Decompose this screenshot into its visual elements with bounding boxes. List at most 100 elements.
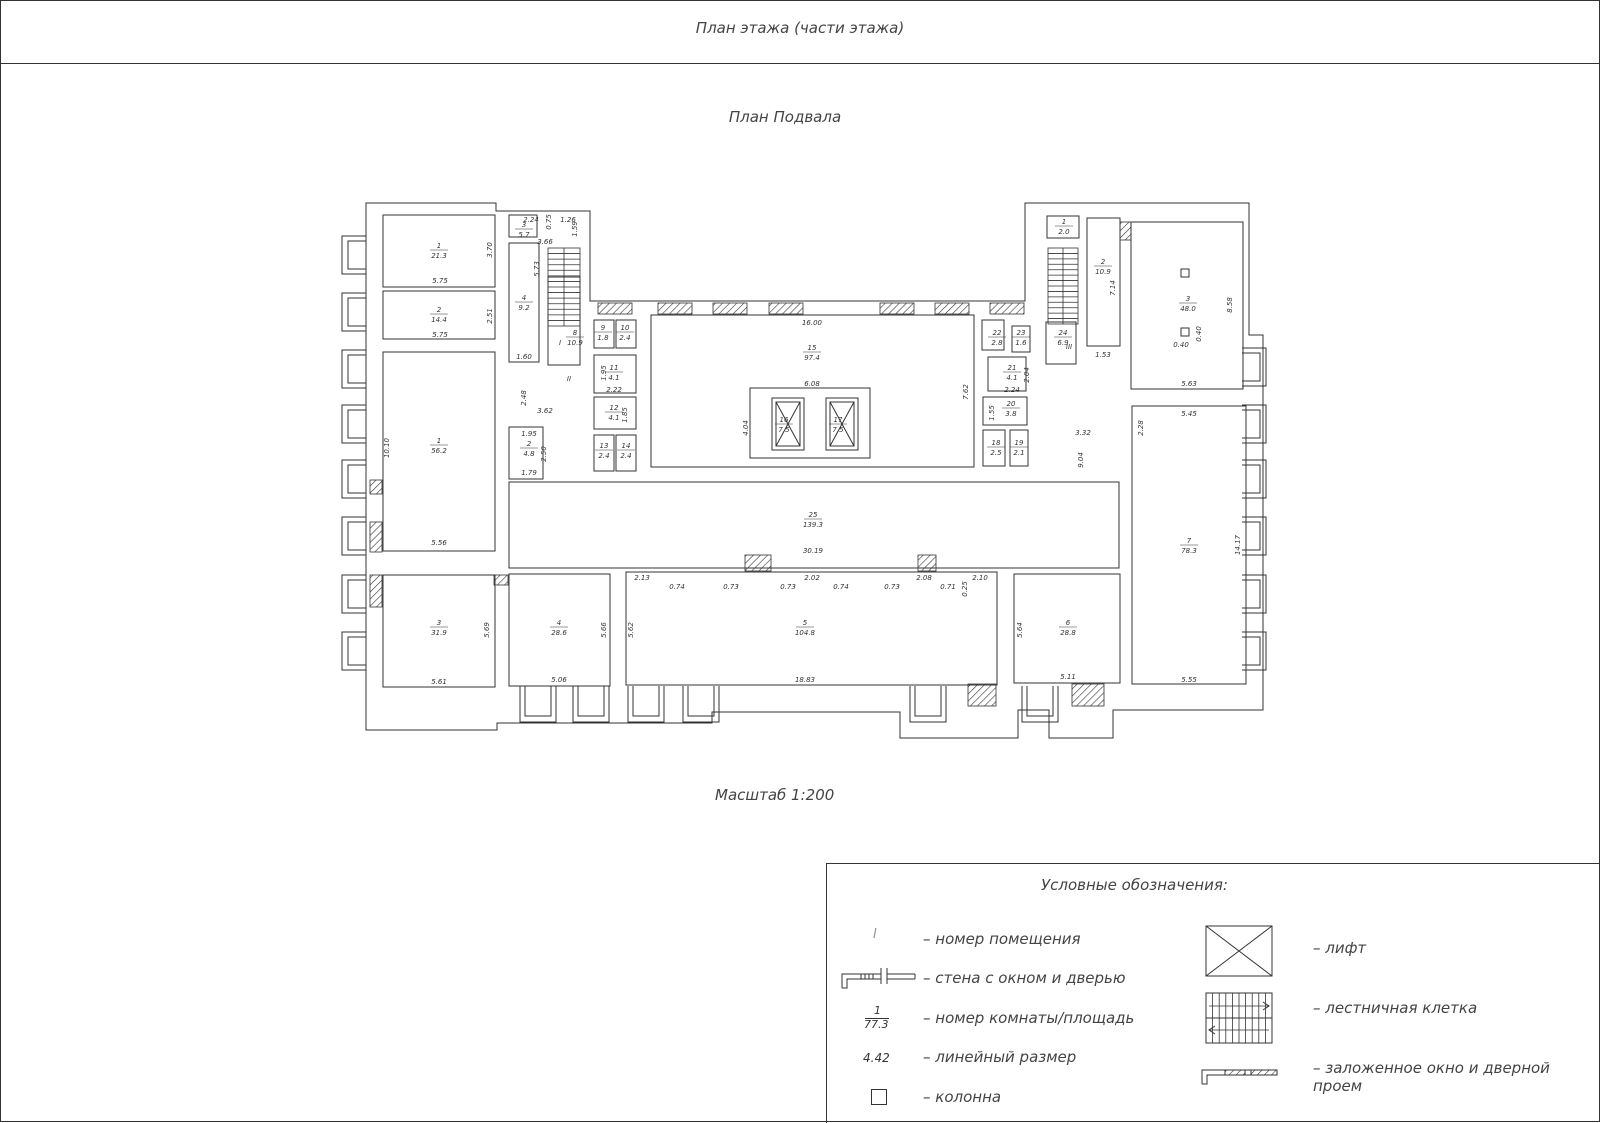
blocked-opening-12 bbox=[967, 683, 997, 707]
legend-label-room-number: – номер помещения bbox=[923, 930, 1081, 948]
window-well-bottom-5 bbox=[1021, 686, 1059, 723]
room-area: 2.1 bbox=[1013, 449, 1024, 457]
legend-label-room-area: – номер комнаты/площадь bbox=[923, 1009, 1135, 1027]
column-1 bbox=[1180, 268, 1190, 278]
room-23 bbox=[1011, 325, 1031, 353]
dimension-label: 1.85 bbox=[621, 407, 629, 423]
room-label: 203.8 bbox=[1002, 400, 1020, 418]
room-label: 192.1 bbox=[1010, 439, 1028, 457]
room-area: 2.0 bbox=[1058, 228, 1070, 236]
room-19 bbox=[1009, 429, 1029, 467]
room-7 bbox=[1131, 405, 1247, 685]
room-number: 7 bbox=[1187, 537, 1192, 545]
dimension-label: 9.04 bbox=[1077, 452, 1085, 468]
legend-panel: Условные обозначения: I – номер помещени… bbox=[826, 863, 1600, 1123]
room-area: 10.9 bbox=[1095, 268, 1111, 276]
wall-window-door-symbol bbox=[841, 968, 916, 989]
room-area: 14.4 bbox=[431, 316, 447, 324]
blocked-opening-symbol bbox=[1201, 1069, 1278, 1085]
room-3-right bbox=[1130, 221, 1244, 390]
room-area: 2.5 bbox=[990, 449, 1002, 457]
room-number: 3 bbox=[1186, 295, 1190, 303]
room-area: 9.2 bbox=[518, 304, 530, 312]
room-9 bbox=[593, 319, 615, 349]
window-well-bottom-3 bbox=[682, 686, 720, 723]
window-well-bottom-2 bbox=[627, 686, 665, 723]
room-number: 1 bbox=[1062, 218, 1066, 226]
dimension-label: 5.75 bbox=[432, 277, 448, 285]
blocked-opening-11 bbox=[917, 554, 937, 572]
building-outline bbox=[365, 202, 1264, 739]
dimension-label: 5.69 bbox=[483, 622, 491, 638]
blocked-opening-1 bbox=[657, 302, 693, 315]
dimension-label: 0.25 bbox=[961, 581, 969, 597]
legend-title: Условные обозначения: bbox=[1041, 876, 1228, 894]
room-number: 5 bbox=[803, 619, 808, 627]
dimension-label: 30.19 bbox=[803, 547, 824, 555]
dimension-label: 1.55 bbox=[988, 405, 996, 421]
dimension-label: 1.95 bbox=[521, 430, 537, 438]
dimension-label: 4.04 bbox=[742, 420, 750, 436]
room-area: 48.0 bbox=[1180, 305, 1196, 313]
room-label: 49.2 bbox=[515, 294, 533, 312]
room-number: 10 bbox=[621, 324, 630, 332]
room-area: 2.4 bbox=[598, 452, 609, 460]
dimension-label: 2.24 bbox=[1004, 386, 1020, 394]
legend-label-linear-dimension: – линейный размер bbox=[923, 1048, 1077, 1066]
room-numeral: II bbox=[567, 375, 571, 383]
room-2-small bbox=[508, 426, 544, 480]
room-number: 21 bbox=[1008, 364, 1017, 372]
room-area: 31.9 bbox=[431, 629, 447, 637]
room-number: 20 bbox=[1007, 400, 1016, 408]
legend-label-stairwell: – лестничная клетка bbox=[1313, 999, 1478, 1017]
blocked-opening-14 bbox=[1119, 221, 1132, 241]
room-number: 2 bbox=[527, 440, 532, 448]
blocked-opening-2 bbox=[712, 302, 748, 315]
room-10 bbox=[615, 319, 637, 349]
dimension-label: 5.62 bbox=[627, 622, 635, 638]
room-2-right bbox=[1086, 217, 1121, 347]
room-number: 3 bbox=[437, 619, 441, 627]
room-number: 4 bbox=[557, 619, 561, 627]
stair-right bbox=[1047, 247, 1079, 325]
dimension-label: 1.26 bbox=[560, 216, 576, 224]
dimension-label: 1.60 bbox=[516, 353, 532, 361]
dimension-label: 5.11 bbox=[1060, 673, 1076, 681]
room-area: 4.1 bbox=[608, 374, 619, 382]
dimension-label: 5.75 bbox=[432, 331, 448, 339]
room-2 bbox=[382, 290, 496, 340]
elevator-enclosure bbox=[749, 387, 871, 459]
legend-label-column: – колонна bbox=[923, 1088, 1002, 1106]
room-label: 177.5 bbox=[829, 416, 847, 434]
room-numeral: III bbox=[1066, 343, 1072, 351]
room-area: 7.5 bbox=[832, 426, 844, 434]
dimension-label: 10.10 bbox=[383, 437, 391, 458]
room-number: 8 bbox=[573, 329, 578, 337]
dimension-label: 16.00 bbox=[802, 319, 823, 327]
dimension-label: 3.70 bbox=[486, 242, 494, 258]
room-4 bbox=[508, 573, 611, 687]
room-number: 6 bbox=[1066, 619, 1071, 627]
room-number: 1 bbox=[437, 437, 441, 445]
dimension-label: 3.32 bbox=[1075, 429, 1091, 437]
room-area: 56.2 bbox=[431, 447, 447, 455]
room-label: 91.8 bbox=[594, 324, 612, 342]
room-number: 14 bbox=[622, 442, 631, 450]
dimension-label: 0.73 bbox=[723, 583, 739, 591]
dimension-label: 5.45 bbox=[1181, 410, 1197, 418]
room-area: 3.8 bbox=[1005, 410, 1017, 418]
room-3-small bbox=[508, 214, 538, 238]
room-area: 97.4 bbox=[804, 354, 820, 362]
window-well-left-7 bbox=[341, 631, 366, 671]
window-well-right-4 bbox=[1242, 574, 1267, 614]
window-well-left-5 bbox=[341, 516, 366, 556]
room-area: 2.8 bbox=[991, 339, 1003, 347]
dimension-label: 1.53 bbox=[1095, 351, 1111, 359]
dimension-label: 5.66 bbox=[600, 622, 608, 638]
room-13 bbox=[593, 434, 615, 472]
dimension-label: 1.79 bbox=[521, 469, 537, 477]
room-label: 156.2 bbox=[430, 437, 448, 455]
